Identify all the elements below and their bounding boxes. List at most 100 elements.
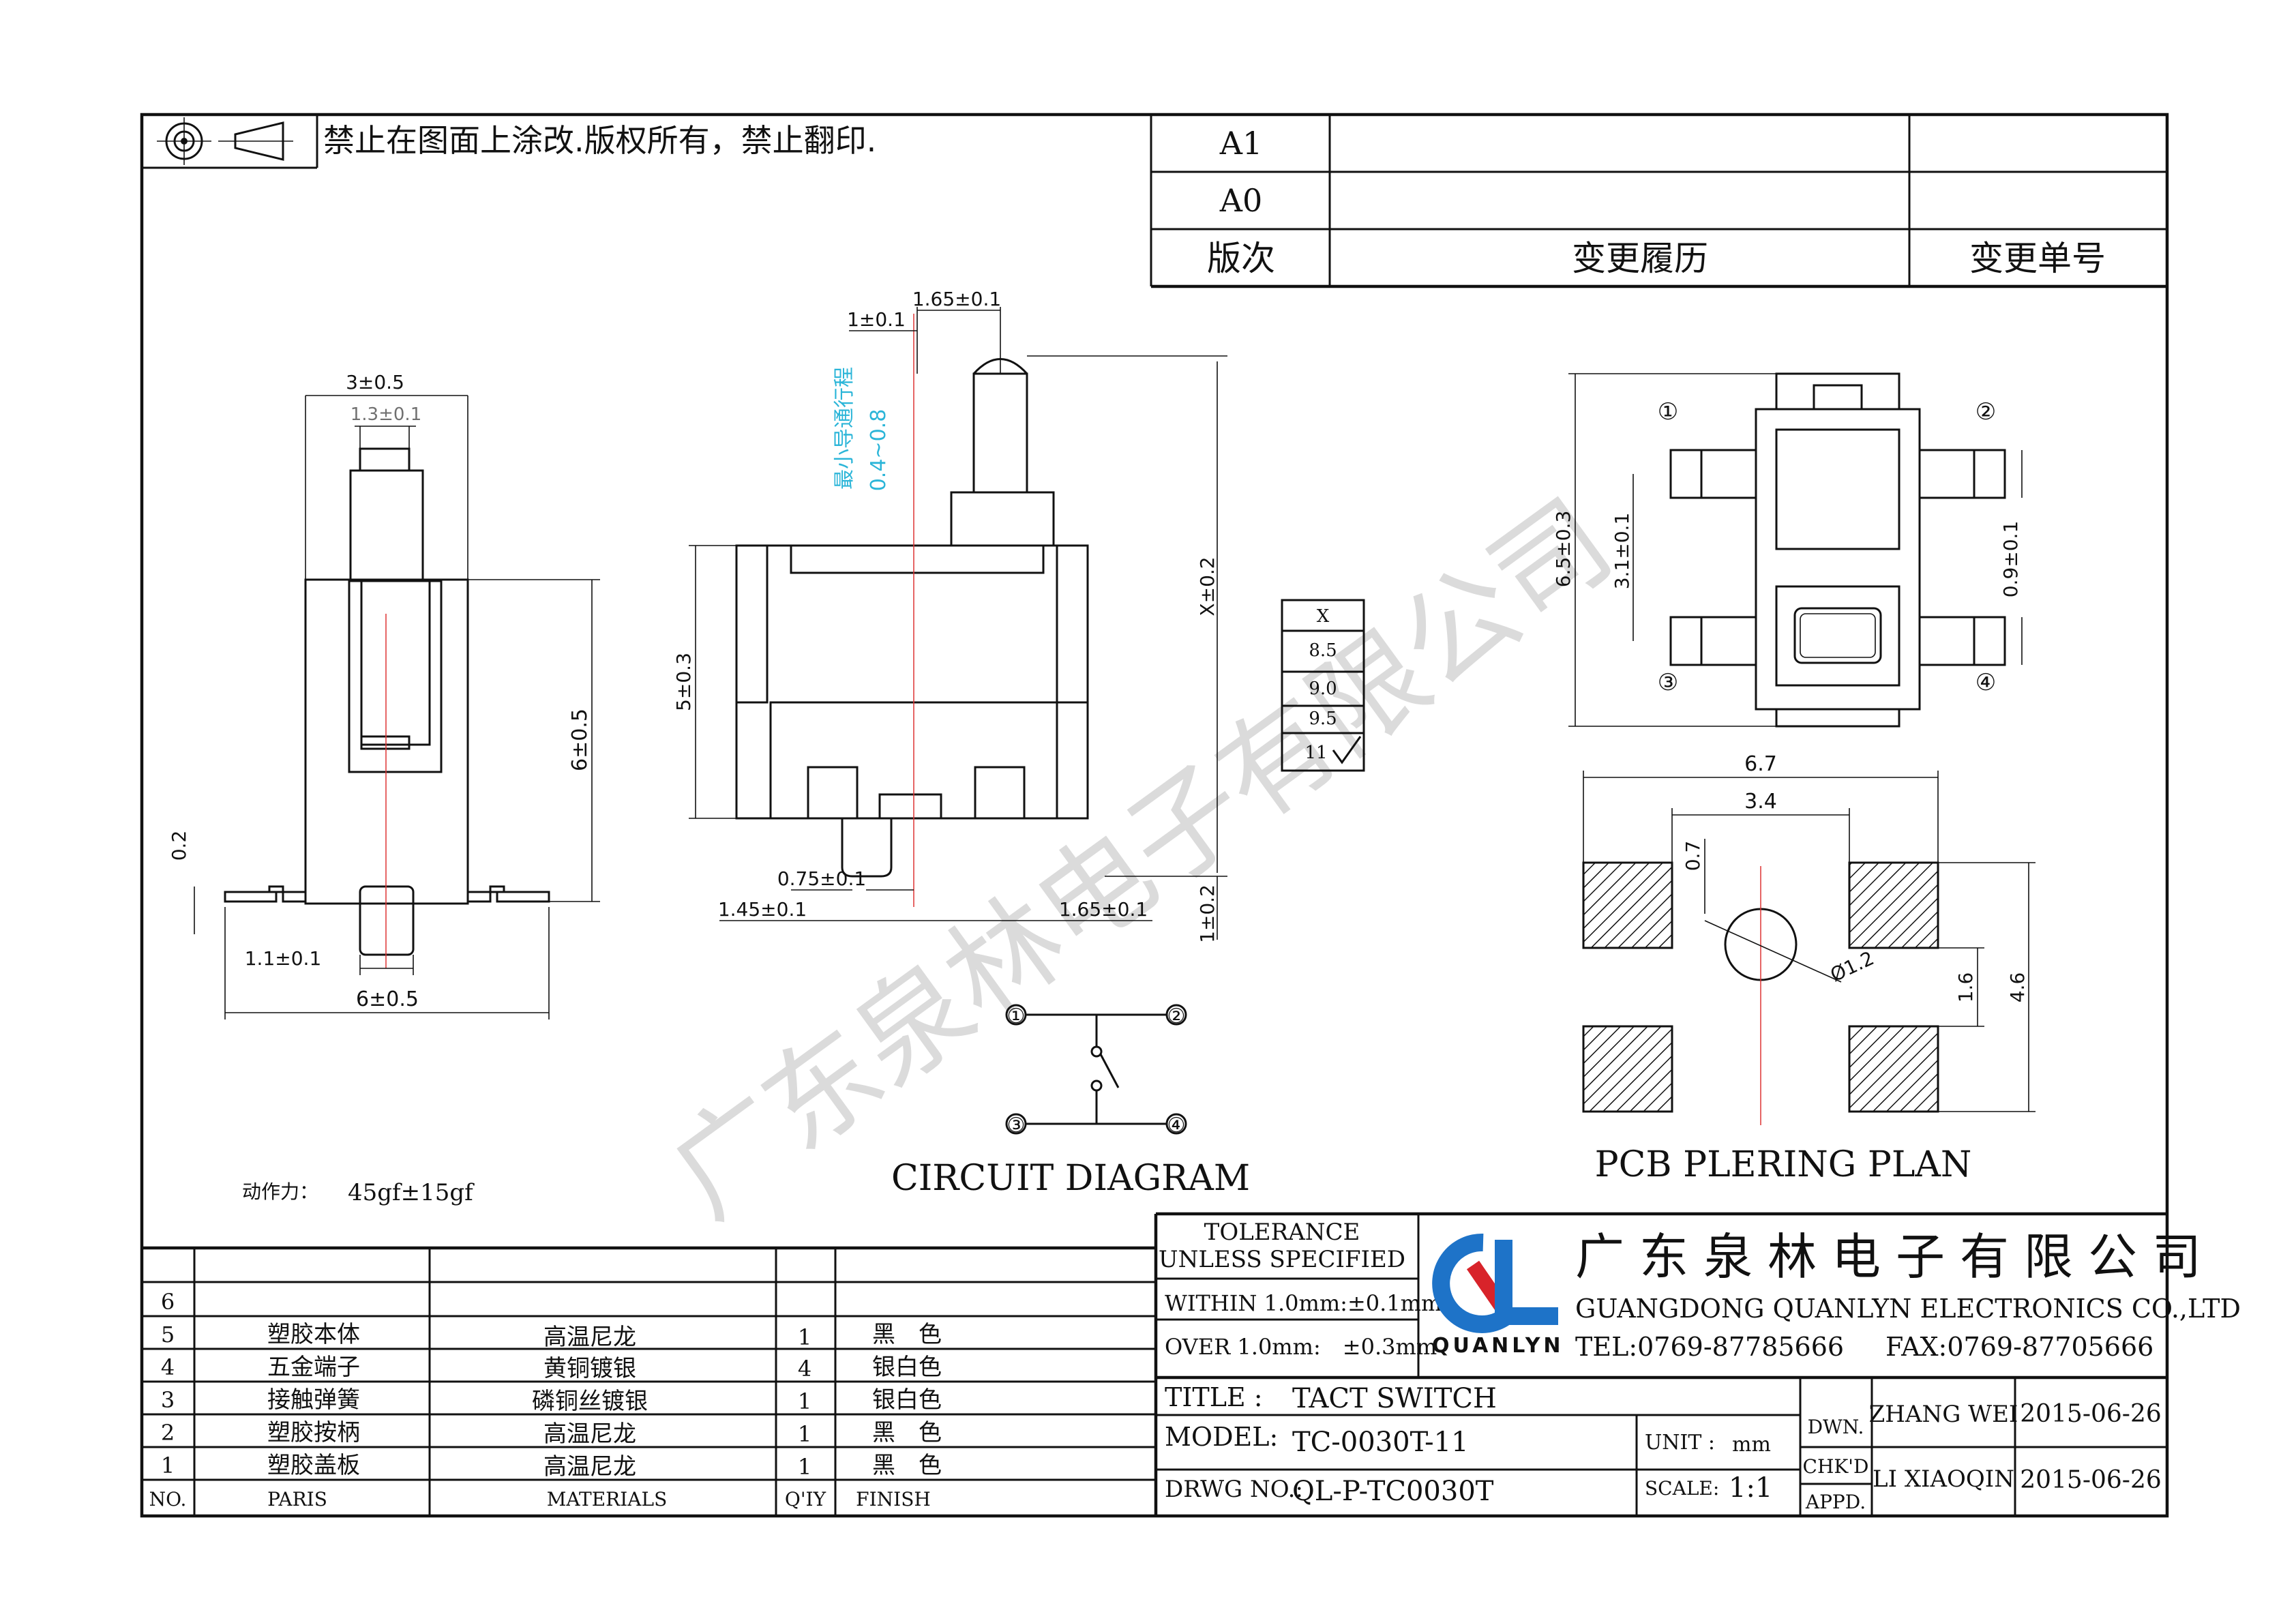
bom-row-qty: 4	[798, 1356, 811, 1382]
dim-front-total-height: X±0.2	[1196, 556, 1219, 616]
bom-header-finish: FINISH	[856, 1488, 931, 1510]
pcb-plan: 6.7 3.4 0.7 Ø1.2 1.6 4.6 PCB PLERING PLA…	[1582, 752, 2036, 1185]
force-label: 动作力：	[242, 1180, 318, 1203]
bom-row-part: 塑胶盖板	[267, 1452, 360, 1479]
front-view: 1.65±0.1 1±0.1 最小导通行程 0.4~0.8 5±0.3 X±0.…	[672, 288, 1227, 943]
check-mark-icon	[1332, 736, 1362, 764]
dim-front-pin-height: 1±0.2	[1196, 884, 1219, 943]
bom-row-no: 6	[161, 1289, 175, 1315]
x-table-value: 9.5	[1309, 709, 1337, 729]
model-label: MODEL:	[1165, 1422, 1278, 1452]
tolerance-block: TOLERANCE UNLESS SPECIFIED WITHIN 1.0mm:…	[1156, 1212, 2167, 1380]
circuit-diagram: ① ② ③ ④ CIRCUIT DIAGRAM	[891, 1004, 1250, 1199]
dim-side-tip-width: 1.3±0.1	[351, 404, 421, 425]
model-value: TC-0030T-11	[1292, 1427, 1469, 1458]
circuit-pin: ②	[1167, 1004, 1186, 1028]
quanlyn-logo-icon	[1432, 1233, 1558, 1333]
dim-pcb-outer-height: 4.6	[2006, 972, 2029, 1003]
bom-row-part: 接触弹簧	[267, 1386, 360, 1414]
circuit-pin: ①	[1007, 1004, 1026, 1028]
drwg-value: QL-P-TC0030T	[1292, 1476, 1494, 1507]
pin-label: ②	[1976, 398, 1996, 426]
travel-label: 最小导通行程	[833, 367, 856, 490]
travel-value: 0.4~0.8	[867, 409, 891, 492]
circuit-diagram-title: CIRCUIT DIAGRAM	[891, 1158, 1250, 1199]
bom-header-qty: Q'IY	[785, 1488, 826, 1510]
company-block: QUANLYN 广东泉林电子有限公司 GUANGDONG QUANLYN ELE…	[1432, 1228, 2241, 1362]
bom-row-finish: 银白色	[872, 1386, 942, 1414]
bom-row-qty: 1	[798, 1388, 811, 1414]
bom-row-no: 1	[161, 1453, 175, 1478]
dim-front-pin-pos: 1.45±0.1	[718, 898, 807, 921]
x-table-value: 11	[1304, 743, 1327, 763]
unit-value: mm	[1732, 1433, 1771, 1457]
x-table-value: 9.0	[1309, 679, 1337, 699]
chk-date: 2015-06-26	[2020, 1466, 2162, 1494]
dim-pcb-hole: Ø1.2	[1827, 947, 1877, 986]
watermark: 广东泉林电子有限公司	[648, 475, 1635, 1242]
scale-value: 1:1	[1729, 1472, 1772, 1504]
tolerance-over: OVER 1.0mm: ±0.3mm	[1165, 1334, 1437, 1360]
force-value: 45gf±15gf	[348, 1179, 475, 1206]
dim-pcb-gap: 0.7	[1682, 841, 1704, 872]
drwg-label: DRWG NO.:	[1165, 1476, 1303, 1503]
side-view: 3±0.5 1.3±0.1 6±0.5 0.2 1.1±0.1 6±0.5	[168, 371, 600, 1019]
dwn-name: ZHANG WEI	[1869, 1401, 2018, 1428]
revision-row-a1: A1	[1219, 125, 1263, 162]
dim-pcb-pitch: 1.6	[1954, 972, 1977, 1003]
dim-front-top-width: 1.65±0.1	[912, 288, 1001, 310]
pin-label: ①	[1658, 398, 1678, 426]
pin-label: ④	[1976, 669, 1996, 696]
dim-front-pin-width: 0.75±0.1	[777, 867, 866, 890]
bom-row-finish: 黑 色	[872, 1452, 942, 1479]
bom-row-no: 2	[161, 1420, 175, 1446]
company-brand: QUANLYN	[1432, 1334, 1564, 1358]
dim-side-height: 6±0.5	[568, 709, 592, 771]
bom-row-part: 五金端子	[267, 1354, 360, 1381]
dim-side-pin: 1.1±0.1	[245, 947, 322, 970]
title-label: TITLE :	[1165, 1382, 1263, 1412]
bom-row-material: 黄铜镀银	[543, 1355, 636, 1382]
bom-row-part: 塑胶本体	[267, 1321, 360, 1348]
bom-table: 6 5 塑胶本体 高温尼龙 1 黑 色 4 五金端子 黄铜镀银 4 银白色 3 …	[142, 1214, 1158, 1516]
dim-top-pad: 0.9±0.1	[1999, 521, 2022, 598]
bom-row-material: 高温尼龙	[543, 1420, 636, 1448]
circuit-pin: ③	[1007, 1114, 1026, 1137]
dim-side-base-width: 6±0.5	[356, 987, 419, 1011]
bom-row-part: 塑胶按柄	[267, 1419, 360, 1446]
appd-label: APPD.	[1805, 1491, 1866, 1513]
title-value: TACT SWITCH	[1292, 1383, 1497, 1414]
tolerance-title: TOLERANCE	[1204, 1219, 1360, 1246]
x-table-header: X	[1317, 606, 1330, 627]
circuit-pin: ④	[1167, 1114, 1186, 1137]
bom-row-material: 高温尼龙	[543, 1324, 636, 1351]
bom-row-material: 磷铜丝镀银	[532, 1388, 648, 1415]
dim-side-top-width: 3±0.5	[346, 371, 404, 393]
bom-row-qty: 1	[798, 1421, 811, 1447]
revision-header-rev: 版次	[1207, 239, 1275, 278]
revision-table: A1 A0 版次 变更履历 变更单号	[1150, 115, 2167, 288]
revision-header-history: 变更履历	[1572, 239, 1708, 278]
dwn-date: 2015-06-26	[2020, 1400, 2162, 1428]
company-name-en: GUANGDONG QUANLYN ELECTRONICS CO.,LTD	[1575, 1294, 2241, 1324]
bom-row-finish: 黑 色	[872, 1321, 942, 1348]
company-name-cn: 广东泉林电子有限公司	[1575, 1228, 2216, 1285]
bom-header-part: PARIS	[267, 1488, 327, 1510]
title-block: TITLE : TACT SWITCH MODEL: TC-0030T-11 D…	[1156, 1378, 2167, 1516]
tolerance-within: WITHIN 1.0mm:±0.1mm	[1165, 1290, 1442, 1316]
pin-label: ③	[1658, 669, 1678, 696]
bom-row-finish: 银白色	[872, 1354, 942, 1381]
bom-header-material: MATERIALS	[547, 1488, 668, 1510]
projection-symbol-icon	[157, 117, 293, 165]
scale-label: SCALE:	[1645, 1477, 1719, 1500]
bom-row-material: 高温尼龙	[543, 1453, 636, 1480]
notice-block: 禁止在图面上涂改.版权所有，禁止翻印.	[142, 115, 876, 169]
x-table: X 8.5 9.0 9.5 11	[1281, 599, 1365, 772]
company-tel: TEL:0769-87785666	[1575, 1332, 1844, 1362]
bom-row-finish: 黑 色	[872, 1419, 942, 1446]
dwn-label: DWN.	[1808, 1416, 1864, 1438]
pcb-plan-title: PCB PLERING PLAN	[1595, 1144, 1972, 1185]
dim-front-pin-pos2: 1.65±0.1	[1059, 898, 1148, 921]
revision-header-change: 变更单号	[1969, 239, 2106, 278]
